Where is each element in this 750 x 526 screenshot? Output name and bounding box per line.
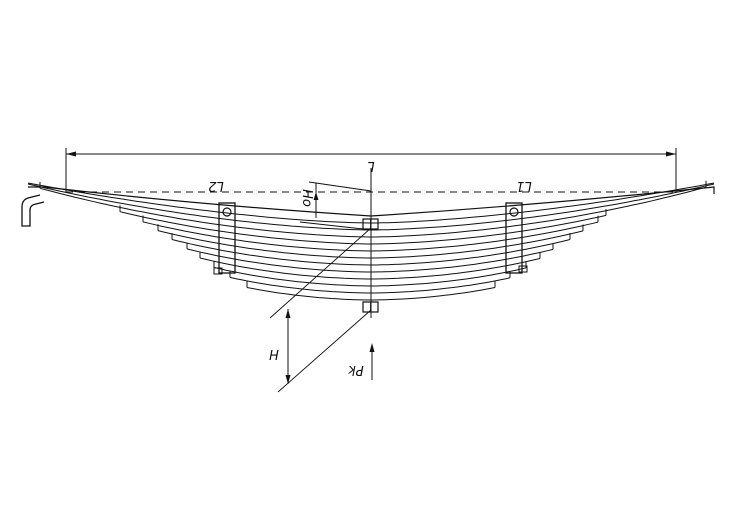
dimension-half-lengths: L2 L1 (66, 168, 676, 318)
label-right-length: L1 (516, 178, 532, 193)
leaf-line (27, 183, 715, 231)
right-clip-clamp (505, 202, 528, 274)
load-arrow: Pk (348, 343, 375, 380)
leaf-line (171, 239, 571, 266)
label-loaded-height: H (269, 346, 279, 361)
dimension-loaded-height: H (269, 227, 372, 393)
leaf-line (213, 267, 527, 287)
leaf-line (229, 276, 511, 294)
main-leaf-edge (28, 186, 715, 217)
leaf-line (186, 248, 554, 273)
label-load: Pk (348, 362, 364, 377)
spring-eye-hook (21, 194, 45, 227)
label-left-length: L2 (208, 178, 224, 193)
dimension-arc-height: Ho (299, 181, 373, 231)
label-total-length: L (367, 158, 374, 173)
leaf-line (246, 287, 496, 301)
dimension-total-length: L (65, 148, 677, 192)
label-arc-height: Ho (299, 189, 314, 207)
leaf-line (157, 230, 584, 259)
leaf-line (27, 182, 715, 224)
left-clip-clamp (213, 202, 236, 275)
leaf-line (119, 211, 607, 245)
leaf-line (39, 186, 707, 238)
leaf-stack (27, 180, 715, 301)
leaf-line (199, 257, 541, 280)
